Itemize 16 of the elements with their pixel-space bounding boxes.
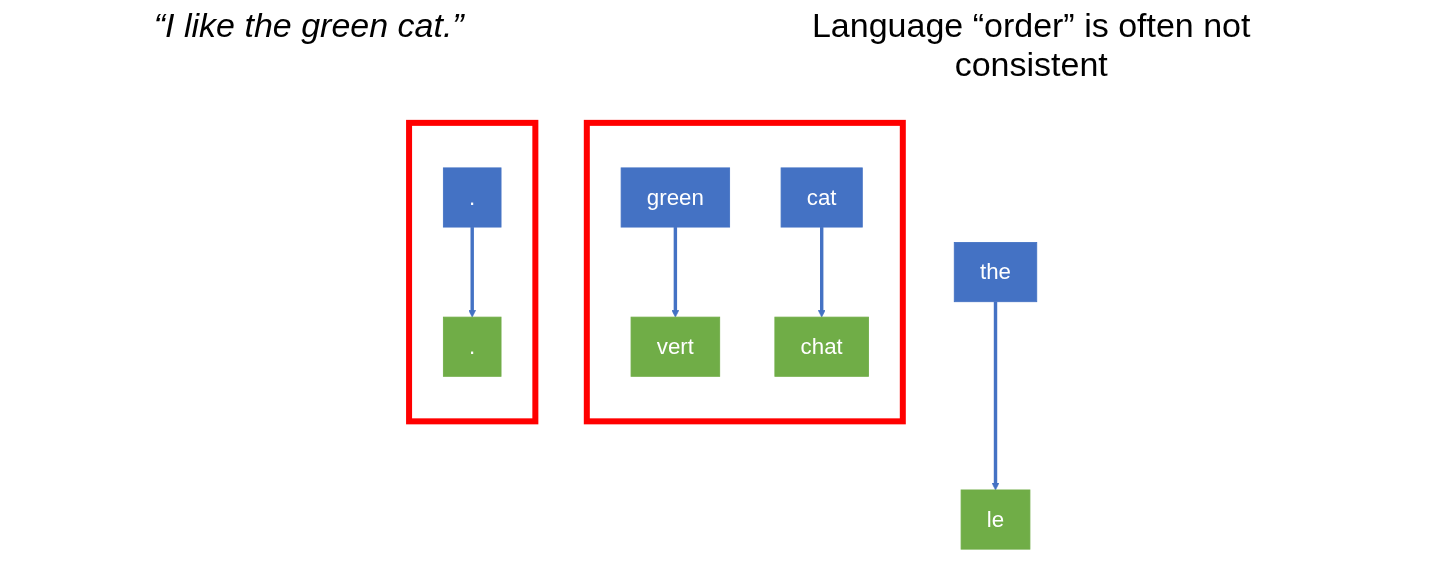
node-box: le	[960, 489, 1030, 550]
cluster	[405, 119, 538, 425]
node-box: cat	[780, 167, 863, 228]
example-sentence: “I like the green cat.”	[153, 6, 464, 45]
arrow	[671, 227, 679, 318]
node-box: chat	[774, 316, 869, 377]
node-box: the	[953, 242, 1037, 303]
cluster	[583, 119, 906, 425]
node-box: .	[442, 167, 502, 228]
heading-text: Language “order” is often not consistent	[810, 6, 1252, 84]
arrow	[817, 227, 826, 318]
node-box: green	[620, 167, 730, 228]
node-box: .	[442, 316, 502, 377]
arrow	[468, 227, 476, 318]
node-box: vert	[630, 316, 720, 377]
arrow	[991, 301, 999, 491]
